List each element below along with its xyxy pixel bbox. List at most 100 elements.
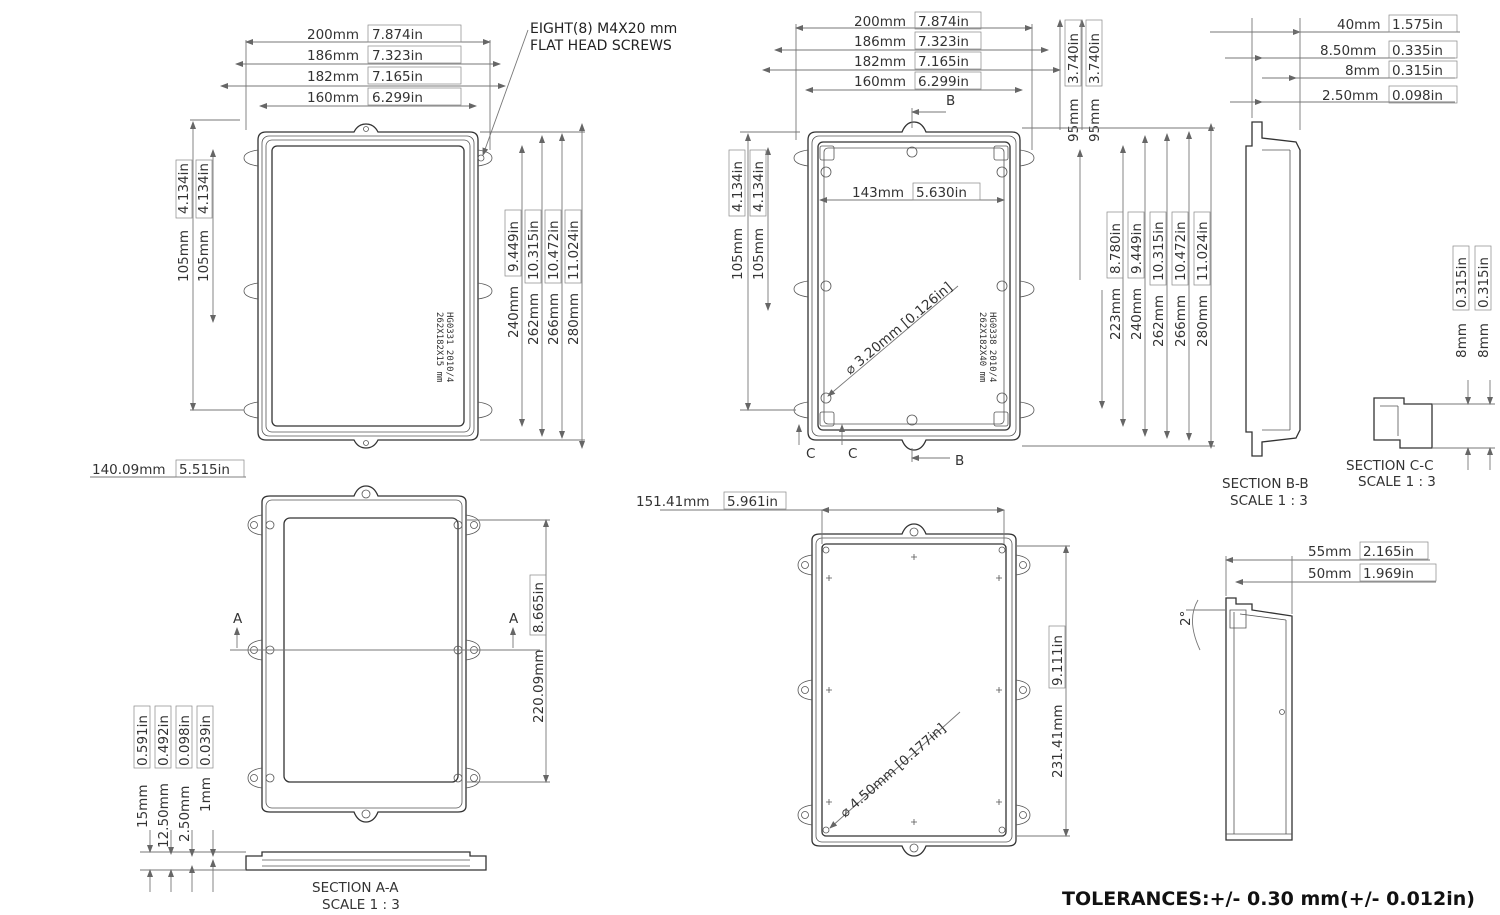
base-right-262-in: 10.315in xyxy=(1151,221,1167,281)
base-bottom-height-in: 9.111in xyxy=(1050,635,1066,686)
base-right-266-in: 10.472in xyxy=(1173,221,1189,281)
base-part-text-1: HG0338 2010/4 xyxy=(987,312,997,382)
lid-right-262-in: 10.315in xyxy=(526,220,542,280)
side-view-50-in: 1.969in xyxy=(1363,566,1414,582)
lid-thick-1: 1mm xyxy=(198,777,214,812)
lid-left-105b-in: 4.134in xyxy=(196,163,212,214)
base-right-223: 223mm xyxy=(1108,288,1124,340)
base-width-200: 200mm xyxy=(854,14,906,30)
base-left-105a: 105mm xyxy=(730,228,746,280)
lid-thick-12-50: 12.50mm xyxy=(156,783,172,848)
base-top-95a: 95mm xyxy=(1066,99,1082,142)
base-width-186: 186mm xyxy=(854,34,906,50)
lid-left-105a-in: 4.134in xyxy=(176,163,192,214)
screws-note-line2: FLAT HEAD SCREWS xyxy=(530,38,672,54)
lid-right-262: 262mm xyxy=(526,293,542,345)
side-dim-2-50: 2.50mm xyxy=(1322,88,1378,104)
section-aa-scale: SCALE 1 : 3 xyxy=(322,897,400,913)
base-left-105b: 105mm xyxy=(751,228,767,280)
section-bb-scale: SCALE 1 : 3 xyxy=(1230,493,1308,509)
section-b-bottom: B xyxy=(955,453,964,469)
side-dim-40-in: 1.575in xyxy=(1392,17,1443,33)
lid-thick-1-in: 0.039in xyxy=(198,715,214,766)
side-dim-40: 40mm xyxy=(1337,17,1380,33)
lid-right-266-in: 10.472in xyxy=(546,220,562,280)
base-width-182: 182mm xyxy=(854,54,906,70)
lid-width-182: 182mm xyxy=(307,69,359,85)
screws-note-line1: EIGHT(8) M4X20 mm xyxy=(530,21,677,37)
base-bottom-width: 151.41mm xyxy=(636,494,710,510)
base-top-95a-in: 3.740in xyxy=(1066,33,1082,84)
side-view-55-in: 2.165in xyxy=(1363,544,1414,560)
tolerances-note: TOLERANCES:+/- 0.30 mm(+/- 0.012in) xyxy=(1062,888,1475,910)
base-bottom-width-in: 5.961in xyxy=(727,494,778,510)
lid-right-280-in: 11.024in xyxy=(566,220,582,280)
lid-part-text-1: HG0331 2010/4 xyxy=(444,312,454,382)
base-right-240: 240mm xyxy=(1129,288,1145,340)
base-left-105b-in: 4.134in xyxy=(751,161,767,212)
lid-bottom-width-in: 5.515in xyxy=(179,462,230,478)
side-view-angle: 2° xyxy=(1178,611,1194,626)
lid-bottom-height-in: 8.665in xyxy=(531,582,547,633)
lid-right-240-in: 9.449in xyxy=(506,221,522,272)
lid-width-182-in: 7.165in xyxy=(372,69,423,85)
section-bb-title: SECTION B-B xyxy=(1222,476,1309,492)
section-c-left: C xyxy=(806,446,815,462)
lid-left-105b: 105mm xyxy=(196,230,212,282)
base-top-95b: 95mm xyxy=(1087,99,1103,142)
side-section-view: 40mm 1.575in 8.50mm 0.335in 8mm 0.315in … xyxy=(1210,14,1495,509)
base-width-182-in: 7.165in xyxy=(918,54,969,70)
lid-top-view: HG0331 2010/4 262X182X15 mm 200mm 7.874i… xyxy=(175,21,677,449)
side-dim-8-in: 0.315in xyxy=(1392,63,1443,79)
lid-thick-15: 15mm xyxy=(135,785,151,828)
side-vert-8a-in: 0.315in xyxy=(1454,257,1470,308)
lid-right-266: 266mm xyxy=(546,293,562,345)
lid-width-160: 160mm xyxy=(307,90,359,106)
side-dim-8: 8mm xyxy=(1345,63,1380,79)
lid-thick-2-50-in: 0.098in xyxy=(177,715,193,766)
side-view: 55mm 2.165in 50mm 1.969in 2° xyxy=(1178,541,1437,841)
base-part-text-2: 262X182X40 mm xyxy=(977,312,987,382)
side-dim-2-50-in: 0.098in xyxy=(1392,88,1443,104)
base-right-280-in: 11.024in xyxy=(1195,221,1211,281)
lid-thick-2-50: 2.50mm xyxy=(177,786,193,842)
section-c-right: C xyxy=(848,446,857,462)
lid-right-dims: 240mm 9.449in 262mm 10.315in 266mm 10.47… xyxy=(504,209,582,345)
base-right-223-in: 8.780in xyxy=(1108,223,1124,274)
lid-left-105a: 105mm xyxy=(176,230,192,282)
side-view-50: 50mm xyxy=(1308,566,1351,582)
lid-bottom-height: 220.09mm xyxy=(531,649,547,723)
lid-right-280: 280mm xyxy=(566,293,582,345)
lid-bottom-width: 140.09mm xyxy=(92,462,166,478)
lid-part-text-2: 262X182X15 mm xyxy=(434,312,444,382)
base-hole-dia: ⌀ 3.20mm [0.126in] xyxy=(842,279,955,378)
side-dim-8-50-in: 0.335in xyxy=(1392,43,1443,59)
lid-width-186: 186mm xyxy=(307,48,359,64)
base-top-95b-in: 3.740in xyxy=(1087,33,1103,84)
base-inner-width-in: 5.630in xyxy=(916,185,967,201)
lid-width-160-in: 6.299in xyxy=(372,90,423,106)
base-right-266: 266mm xyxy=(1173,295,1189,347)
lid-bottom-view: A A 140.09mm 5.515in 220.09mm 8.665in SE… xyxy=(90,459,550,913)
base-right-240-in: 9.449in xyxy=(1129,223,1145,274)
base-bottom-height: 231.41mm xyxy=(1050,704,1066,778)
section-cc-scale: SCALE 1 : 3 xyxy=(1358,474,1436,490)
base-bottom-hole-dia: ⌀ 4.50mm [0.177in] xyxy=(837,721,949,821)
lid-width-200: 200mm xyxy=(307,27,359,43)
section-cc-title: SECTION C-C xyxy=(1346,458,1434,474)
lid-width-186-in: 7.323in xyxy=(372,48,423,64)
lid-thick-12-50-in: 0.492in xyxy=(156,715,172,766)
section-a-left: A xyxy=(233,611,243,627)
side-dim-8-50: 8.50mm xyxy=(1320,43,1376,59)
section-a-right: A xyxy=(509,611,519,627)
base-right-262: 262mm xyxy=(1151,295,1167,347)
side-vert-8b: 8mm xyxy=(1476,323,1492,358)
section-aa-title: SECTION A-A xyxy=(312,880,399,896)
side-vert-8a: 8mm xyxy=(1454,323,1470,358)
base-width-160: 160mm xyxy=(854,74,906,90)
lid-right-240: 240mm xyxy=(506,286,522,338)
side-vert-8b-in: 0.315in xyxy=(1476,257,1492,308)
lid-width-200-in: 7.874in xyxy=(372,27,423,43)
side-view-55: 55mm xyxy=(1308,544,1351,560)
